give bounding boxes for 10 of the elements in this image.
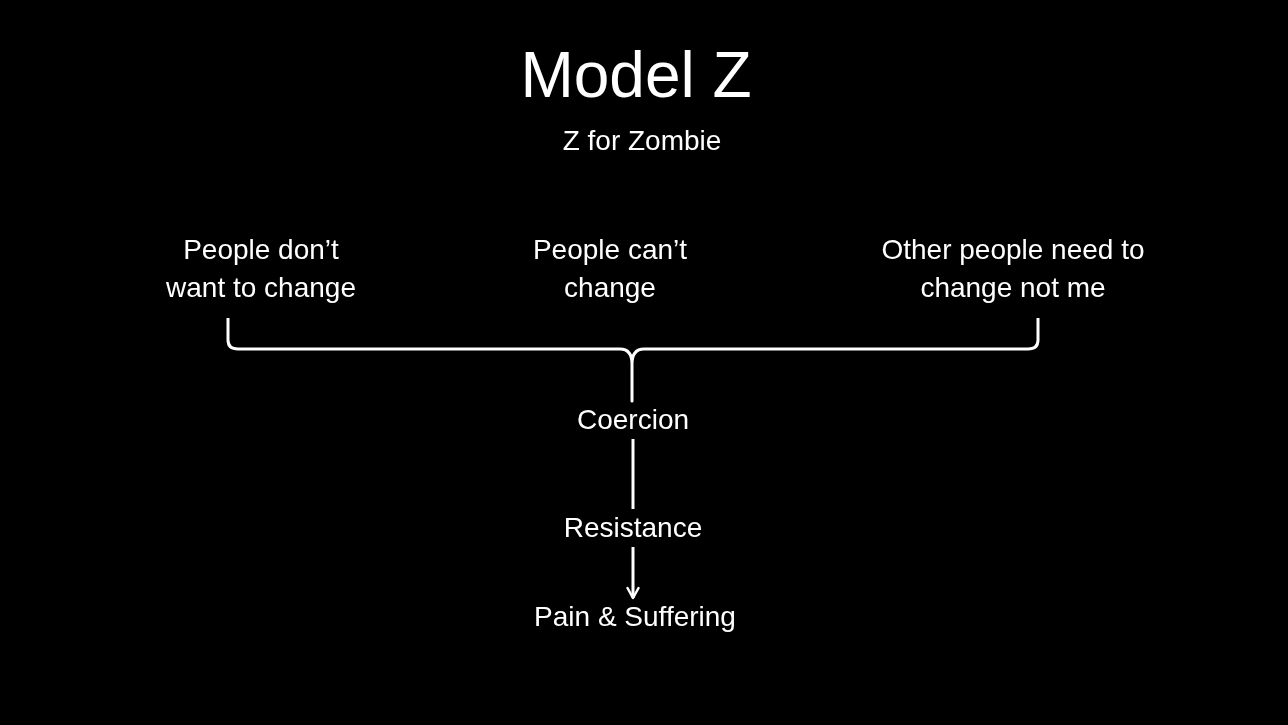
outcome-text: Pain & Suffering	[534, 598, 736, 636]
step-text: Resistance	[563, 509, 703, 547]
cause-text: Other people need to change not me	[873, 231, 1153, 307]
connector-line	[631, 439, 635, 509]
subtitle: Z for Zombie	[562, 124, 722, 158]
step-text: Coercion	[576, 401, 690, 439]
cause-text: People can’t change	[525, 231, 695, 307]
diagram-title: Model Z	[520, 40, 752, 110]
arrow	[626, 547, 640, 600]
cause-text: People don’t want to change	[161, 231, 361, 307]
